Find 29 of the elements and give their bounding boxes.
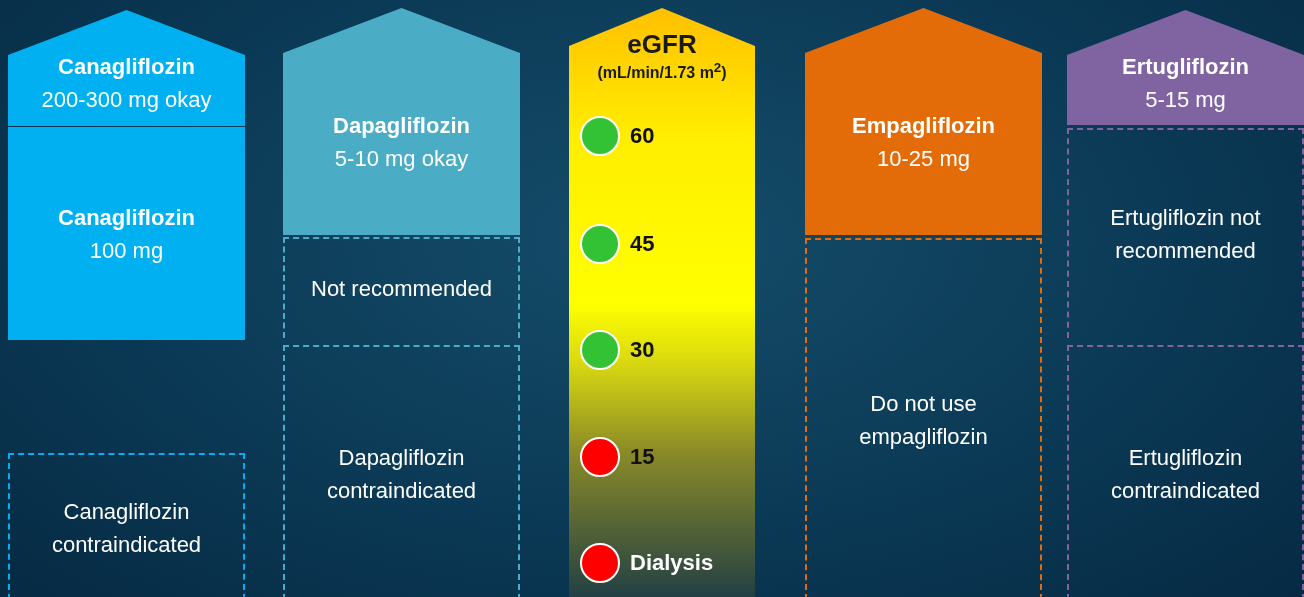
label: (mL/min/1.73 m$^{2}$) bbox=[597, 59, 727, 83]
label: 200-300 mg okay bbox=[41, 86, 212, 114]
label: 5-15 mg bbox=[1145, 85, 1226, 114]
dashed-box bbox=[283, 345, 520, 597]
dashed-box bbox=[1067, 345, 1304, 597]
dashed-box bbox=[283, 237, 520, 338]
dashed-box bbox=[805, 238, 1042, 597]
label: Ertugliflozin contraindicated bbox=[1109, 443, 1262, 505]
heading: Dapagliflozin bbox=[333, 111, 470, 140]
dashed-box bbox=[8, 453, 245, 597]
egfr-value: 15 bbox=[630, 444, 655, 471]
heading: eGFR bbox=[627, 30, 697, 60]
egfr-value: 30 bbox=[630, 337, 655, 364]
label: Dapagliflozin contraindicated bbox=[325, 443, 478, 505]
egfr-value: Dialysis bbox=[630, 550, 714, 577]
heading: Ertugliflozin bbox=[1121, 52, 1250, 81]
label: Not recommended bbox=[311, 275, 492, 303]
heading: Empagliflozin bbox=[852, 111, 995, 140]
label: Canagliflozin contraindicated bbox=[50, 497, 203, 559]
label: 100 mg bbox=[89, 236, 164, 265]
label: 10-25 mg bbox=[877, 144, 970, 173]
label: Do not use empagliflozin bbox=[858, 390, 989, 451]
label: 5-10 mg okay bbox=[334, 144, 469, 173]
heading: Canagliflozin bbox=[58, 53, 195, 81]
label: Ertugliflozin not recommended bbox=[1109, 204, 1262, 265]
egfr-value: 45 bbox=[630, 231, 655, 258]
heading: Canagliflozin bbox=[58, 203, 195, 232]
dashed-box bbox=[1067, 128, 1304, 338]
egfr-value: 60 bbox=[630, 123, 655, 150]
